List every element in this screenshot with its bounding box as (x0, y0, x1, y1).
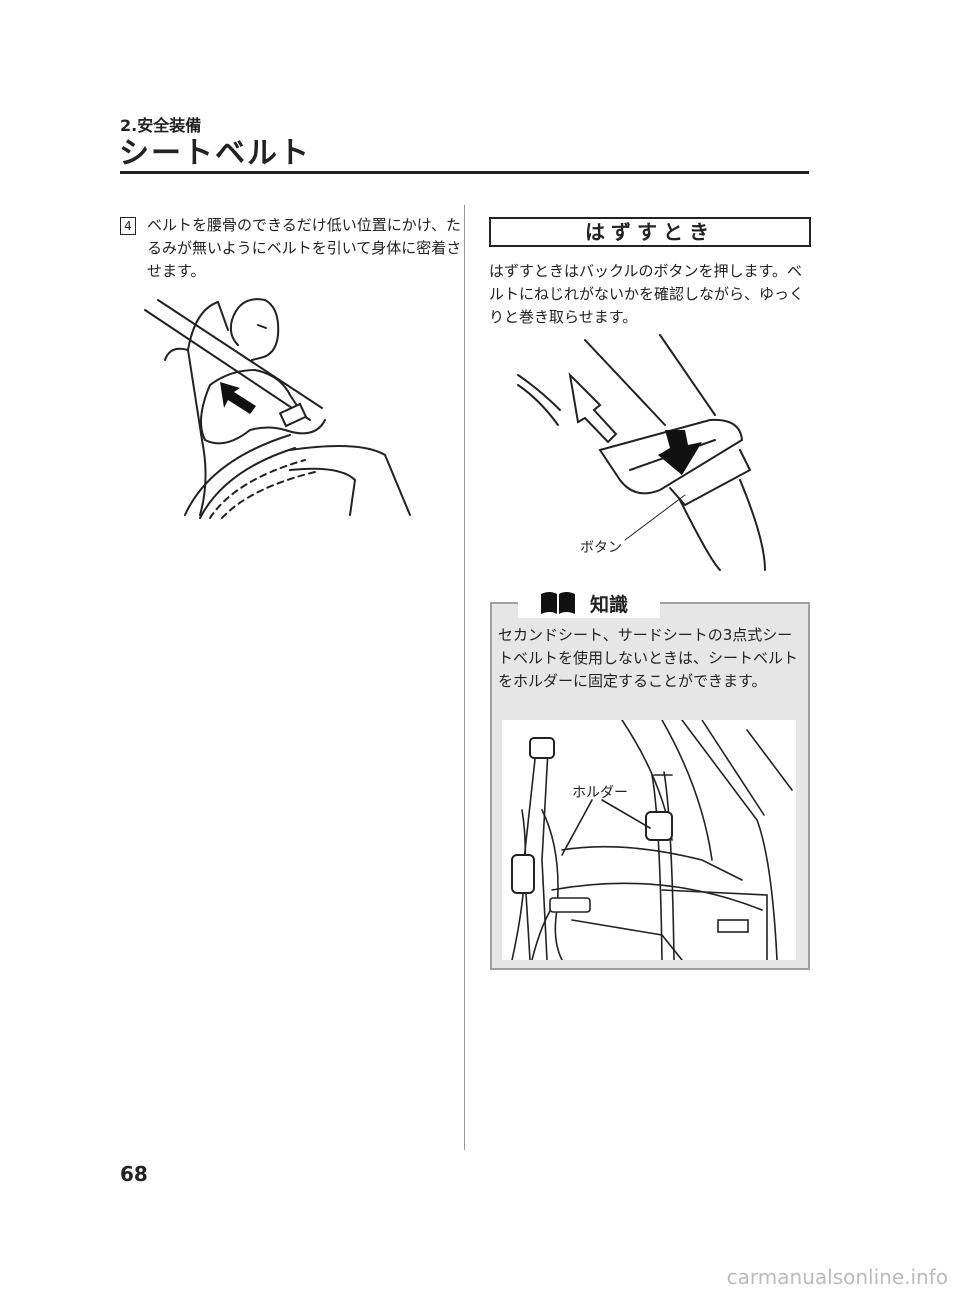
watermark: carmanualsonline.info (726, 1265, 948, 1289)
column-divider (464, 205, 465, 1150)
button-label: ボタン (580, 540, 622, 556)
section-heading-release: はずすとき (489, 217, 811, 247)
holder-label: ホルダー (572, 785, 628, 801)
release-instructions: はずすときはバックルのボタンを押します。ベルトにねじれがないかを確認しながら、ゆ… (489, 262, 805, 326)
belt-holder-illustration: ホルダー (502, 720, 796, 960)
step-number: 4 (120, 217, 136, 235)
buckle-release-illustration: ボタン (517, 334, 766, 571)
page-title: シートベルト (119, 136, 311, 171)
page-number: 68 (120, 1162, 148, 1186)
seatbelt-wearing-illustration (144, 298, 411, 519)
book-icon (541, 592, 575, 614)
note-title: 知識 (590, 594, 629, 616)
title-rule (120, 171, 809, 174)
step-text: ベルトを腰骨のできるだけ低い位置にかけ、たるみが無いようにベルトを引いて身体に密… (147, 216, 462, 280)
note-text: セカンドシート、サードシートの3点式シートベルトを使用しないときは、シートベルト… (498, 626, 799, 690)
section-label: 2.安全装備 (120, 116, 202, 135)
